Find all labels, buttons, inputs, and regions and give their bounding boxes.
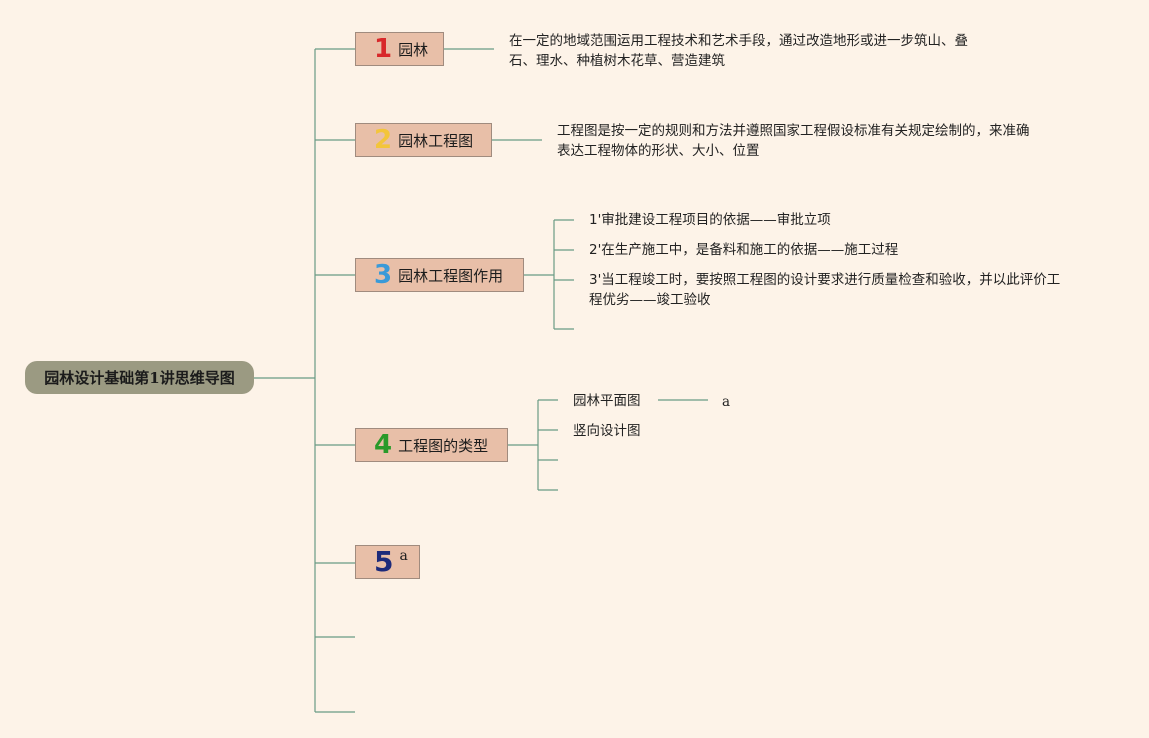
topic-1-detail-line-2: 石、理水、种植树木花草、营造建筑 xyxy=(509,53,725,69)
topic-4-sub-2[interactable]: 竖向设计图 xyxy=(573,423,641,439)
topic-3-sub-3-line-1: 3'当工程竣工时，要按照工程图的设计要求进行质量检查和验收，并以此评价工 xyxy=(589,272,1061,288)
topic-4-sub-1-child[interactable]: a xyxy=(722,394,731,410)
topic-4-number: 4 xyxy=(374,430,393,460)
topic-2-label: 园林工程图 xyxy=(398,131,474,150)
topic-2-node[interactable]: 2 园林工程图 xyxy=(355,123,492,157)
topic-3-number: 3 xyxy=(374,260,393,290)
topic-5-node[interactable]: 5 a xyxy=(355,545,420,579)
topic-3-node[interactable]: 3 园林工程图作用 xyxy=(355,258,524,292)
topic-1-detail[interactable]: 在一定的地域范围运用工程技术和艺术手段，通过改造地形或进一步筑山、叠 石、理水、… xyxy=(509,31,968,71)
topic-5-label: a xyxy=(399,548,408,564)
root-node[interactable]: 园林设计基础第1讲思维导图 xyxy=(25,361,254,394)
topic-1-number: 1 xyxy=(374,34,393,64)
topic-5-number: 5 xyxy=(374,545,394,578)
topic-2-detail[interactable]: 工程图是按一定的规则和方法并遵照国家工程假设标准有关规定绘制的，来准确 表达工程… xyxy=(557,121,1030,161)
topic-3-sub-1[interactable]: 1'审批建设工程项目的依据——审批立项 xyxy=(589,212,831,228)
topic-3-sub-3-line-2: 程优劣——竣工验收 xyxy=(589,292,711,308)
topic-1-label: 园林 xyxy=(398,40,429,59)
topic-1-node[interactable]: 1 园林 xyxy=(355,32,444,66)
topic-2-number: 2 xyxy=(374,125,393,155)
topic-2-detail-line-1: 工程图是按一定的规则和方法并遵照国家工程假设标准有关规定绘制的，来准确 xyxy=(557,123,1030,139)
topic-4-sub-1[interactable]: 园林平面图 xyxy=(573,393,641,409)
topic-3-sub-2[interactable]: 2'在生产施工中，是备料和施工的依据——施工过程 xyxy=(589,242,899,258)
topic-3-sub-3[interactable]: 3'当工程竣工时，要按照工程图的设计要求进行质量检查和验收，并以此评价工 程优劣… xyxy=(589,270,1060,310)
topic-4-label: 工程图的类型 xyxy=(398,436,489,455)
topic-3-label: 园林工程图作用 xyxy=(398,266,504,285)
topic-4-node[interactable]: 4 工程图的类型 xyxy=(355,428,508,462)
topic-2-detail-line-2: 表达工程物体的形状、大小、位置 xyxy=(557,143,760,159)
topic-1-detail-line-1: 在一定的地域范围运用工程技术和艺术手段，通过改造地形或进一步筑山、叠 xyxy=(509,33,968,49)
